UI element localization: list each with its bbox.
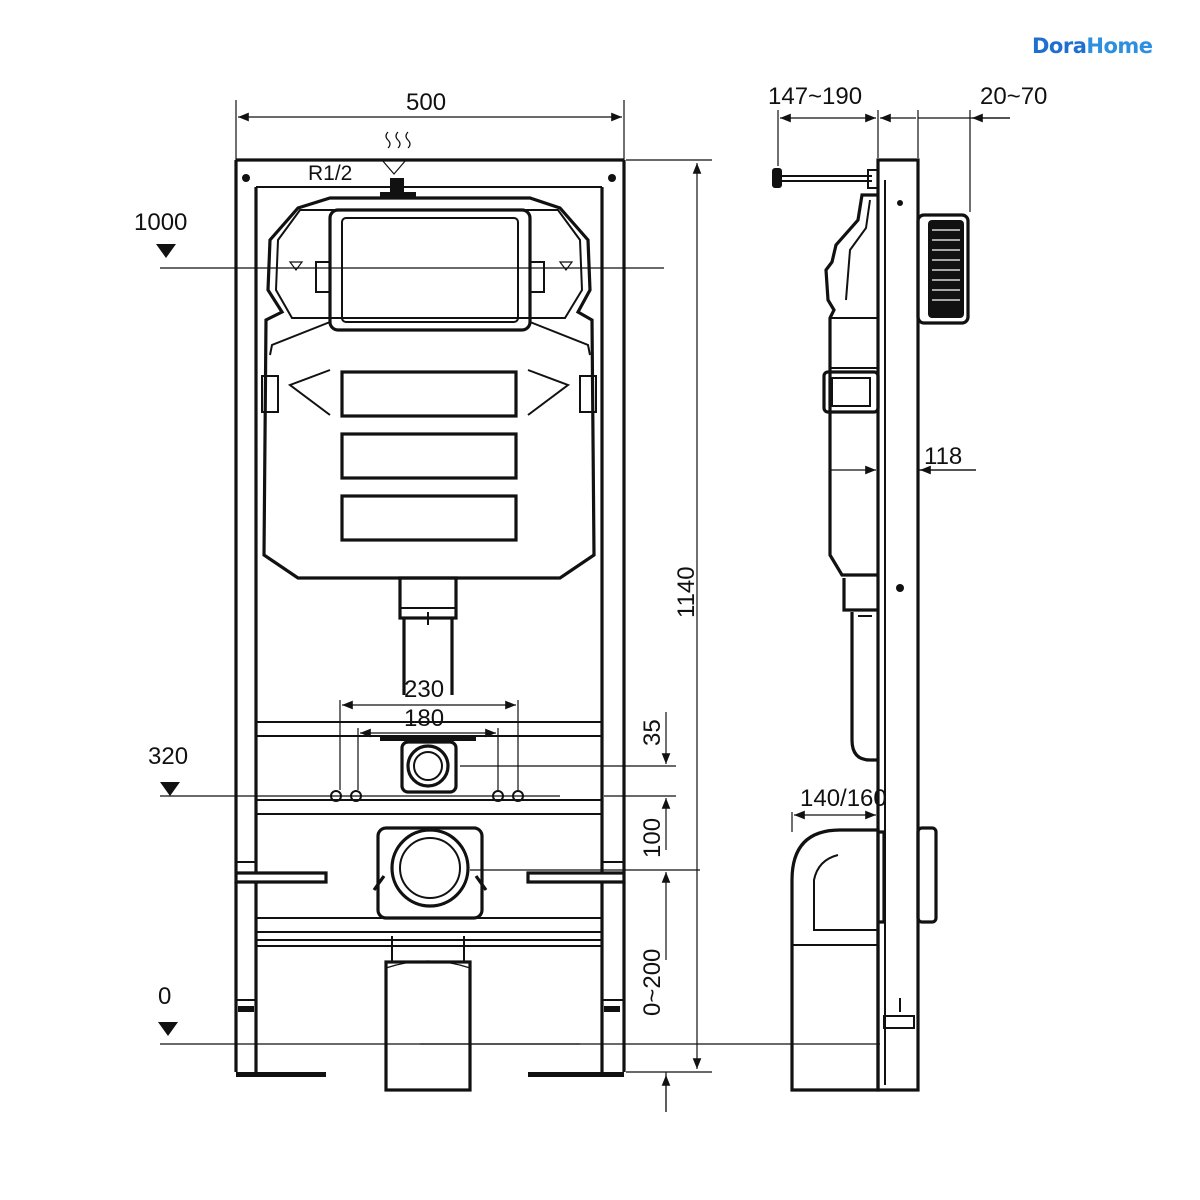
frame-depth-label: 118	[924, 443, 962, 470]
height-label: 1140	[673, 566, 700, 618]
brand-logo-part1: Dora	[1032, 34, 1087, 58]
level-320-label: 320	[148, 743, 188, 770]
dim-right-offsets	[460, 712, 700, 1112]
offset-35-label: 35	[639, 719, 666, 746]
adjust-range-label: 0~200	[639, 949, 666, 1016]
outlet-range-label: 140/160	[800, 785, 887, 812]
upper-connection	[330, 735, 524, 802]
side-dimensions	[777, 110, 1010, 832]
pipe-spacing-outer-label: 230	[404, 676, 444, 703]
frame-posts	[234, 158, 626, 884]
level-0-label: 0	[158, 983, 171, 1010]
dim-height	[626, 159, 712, 1073]
brand-logo-part2: Home	[1086, 34, 1153, 58]
side-flush-pipe	[842, 578, 878, 762]
level-1000-label: 1000	[134, 209, 187, 236]
side-cistern	[822, 193, 880, 577]
side-view: 147~190 20~70 118 140/160	[768, 83, 1047, 1092]
wall-range-label: 20~70	[980, 83, 1047, 110]
inlet-hose	[772, 168, 879, 189]
brand-logo: DoraHome	[1032, 34, 1153, 58]
inlet-valve	[380, 131, 416, 198]
cross-bars	[255, 721, 603, 947]
side-outlet	[790, 826, 938, 1092]
cistern	[261, 196, 597, 580]
dim-width	[235, 100, 625, 160]
pipe-spacing-inner-label: 180	[404, 705, 444, 732]
outlet-connection	[372, 826, 488, 920]
level-lines	[156, 244, 880, 1045]
width-label: 500	[406, 89, 446, 116]
front-view: 500 R1/2 1000 320 0 230 180 1140 35 100 …	[134, 89, 880, 1112]
frame-feet	[234, 882, 626, 1077]
thread-label: R1/2	[308, 162, 352, 185]
side-frame	[876, 158, 920, 1092]
depth-range-label: 147~190	[768, 83, 862, 110]
flush-pipe	[398, 576, 458, 695]
offset-100-label: 100	[639, 818, 666, 858]
flush-plate	[916, 213, 970, 325]
dim-pipe-spacing	[339, 700, 519, 790]
drain-pipe	[384, 936, 472, 1092]
